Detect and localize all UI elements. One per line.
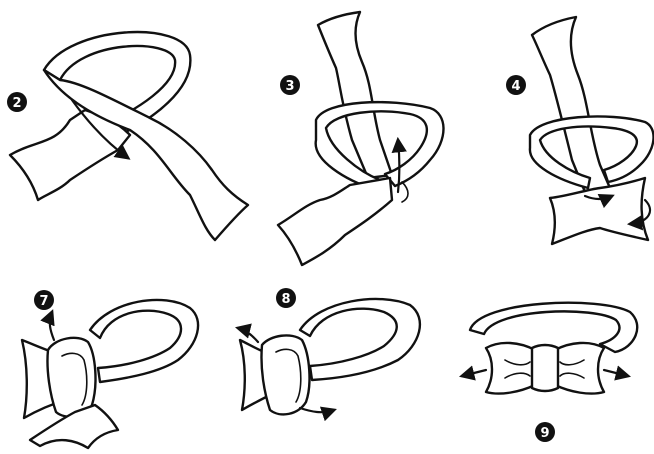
- knot-fold: [275, 348, 302, 403]
- arrow-icon: [298, 406, 337, 422]
- step-7-badge: 7: [34, 290, 54, 310]
- folded-bow: [548, 176, 650, 246]
- arrow-icon: [583, 193, 615, 209]
- svg-text:9: 9: [540, 426, 549, 441]
- svg-text:7: 7: [39, 294, 48, 309]
- bow-wing-right: [553, 341, 606, 395]
- step-3-illustration: [276, 10, 445, 267]
- step-2-illustration: [8, 30, 250, 242]
- wing-fold-left: [504, 359, 531, 379]
- step-4-badge: 4: [506, 75, 526, 95]
- wing-fold-right: [559, 359, 585, 379]
- knot-fold: [61, 352, 88, 406]
- step-9-badge: 9: [535, 422, 555, 442]
- curved-arrow-icon: [401, 181, 409, 203]
- arrow-icon: [70, 98, 131, 160]
- neck-loop: [88, 298, 200, 384]
- long-blade: [42, 68, 250, 242]
- neck-loop: [528, 115, 654, 190]
- arrow-icon: [235, 323, 260, 344]
- svg-text:3: 3: [285, 79, 294, 94]
- svg-text:2: 2: [12, 96, 21, 111]
- lower-blade: [276, 176, 394, 267]
- step-2-badge: 2: [7, 92, 27, 112]
- bow-knot: [46, 336, 97, 418]
- step-8-badge: 8: [276, 288, 296, 308]
- svg-text:4: 4: [511, 79, 520, 94]
- step-4-illustration: [528, 15, 654, 246]
- bow-knot: [260, 334, 311, 416]
- bow-wing-left: [484, 341, 537, 395]
- bow-knot: [530, 343, 560, 393]
- svg-text:8: 8: [281, 292, 290, 307]
- upper-blade: [530, 15, 612, 194]
- step-8-illustration: [235, 297, 421, 422]
- collar-band: [468, 301, 639, 354]
- step-7-illustration: [20, 298, 200, 450]
- arrow-icon: [602, 365, 631, 381]
- arrow-icon: [40, 309, 56, 342]
- step-9-illustration: [459, 301, 639, 395]
- arrow-icon: [391, 136, 407, 194]
- bow-tail-lower: [28, 403, 120, 450]
- neck-loop: [298, 297, 421, 382]
- step-3-badge: 3: [280, 75, 300, 95]
- upper-blade: [316, 10, 394, 180]
- arrow-icon: [459, 365, 488, 381]
- neck-loop: [314, 100, 445, 192]
- curved-arrow-icon: [626, 198, 652, 231]
